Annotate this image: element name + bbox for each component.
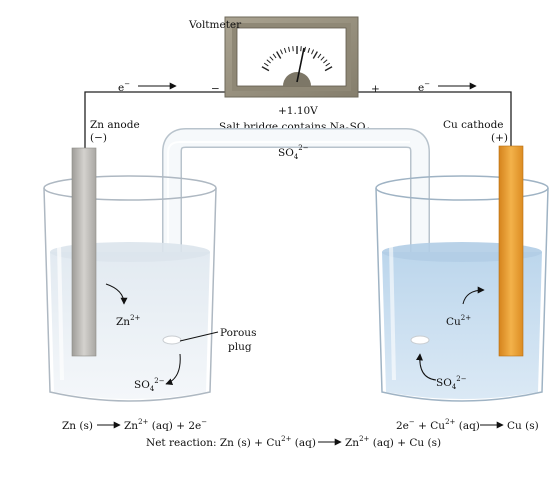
scale-tick — [279, 49, 283, 55]
scale-tick — [325, 62, 331, 67]
scale-tick — [283, 47, 287, 53]
svg-text:2e− + Cu2+ (aq): 2e− + Cu2+ (aq) — [396, 418, 480, 432]
external-circuit-wire — [84, 91, 512, 148]
scale-tick — [324, 66, 333, 72]
voltmeter-title: Voltmeter — [188, 19, 242, 31]
sulfate-label-left: SO42− — [134, 377, 165, 393]
svg-text:Zn2+ (aq) + 2e−: Zn2+ (aq) + 2e− — [124, 418, 207, 432]
electron-label-right: e — [418, 82, 424, 94]
scale-tick — [320, 56, 325, 61]
cathode-sign: (+) — [491, 132, 508, 144]
scale-tick — [317, 53, 322, 59]
sulfate-arrow-right — [415, 353, 437, 381]
svg-text:e−: e− — [418, 80, 430, 94]
scale-tick — [261, 66, 270, 72]
scale-tick — [266, 59, 271, 64]
anode-half-reaction: Zn (s) Zn2+ (aq) + 2e− — [62, 418, 207, 432]
cathode-label: Cu cathode — [443, 119, 504, 131]
net-reaction: Net reaction: Zn (s) + Cu2+ (aq) Zn2+ (a… — [146, 435, 441, 449]
sulfate-label-right: SO42− — [436, 375, 467, 391]
svg-text:e−: e− — [118, 80, 130, 94]
electron-flow-left: e− — [118, 80, 177, 94]
svg-text:Zn (s): Zn (s) — [62, 420, 93, 432]
scale-tick — [269, 56, 274, 61]
scale-tick — [323, 59, 328, 64]
anode-label: Zn anode — [90, 119, 140, 131]
cu-ion-label: Cu2+ — [446, 314, 471, 328]
electron-label-left: e — [118, 82, 124, 94]
scale-tick — [263, 62, 269, 67]
copper-electrode — [498, 145, 524, 357]
zinc-electrode — [71, 147, 97, 357]
porous-plug-label-line1: Porous — [220, 327, 256, 339]
porous-plug-label-line2: plug — [228, 341, 252, 353]
anode-beaker — [43, 175, 217, 402]
voltmeter-plus-terminal: + — [371, 83, 380, 95]
scale-tick — [292, 46, 294, 52]
svg-text:Cu (s): Cu (s) — [507, 420, 539, 432]
svg-text:Net reaction: Zn (s) + Cu2+ (a: Net reaction: Zn (s) + Cu2+ (aq) — [146, 435, 316, 449]
scale-tick — [311, 49, 315, 55]
voltmeter-minus-terminal: − — [211, 83, 220, 95]
salt-bridge-ion: SO42− — [278, 144, 309, 161]
scale-tick — [312, 51, 318, 59]
voltmeter-reading: +1.10V — [278, 105, 318, 117]
scale-tick — [276, 51, 282, 59]
porous-plug-leader — [179, 331, 219, 342]
scale-tick — [303, 46, 306, 52]
voltmeter: Voltmeter − + +1.10V — [188, 16, 380, 117]
voltmeter-scale-ticks — [261, 46, 333, 72]
cathode-half-reaction: 2e− + Cu2+ (aq) Cu (s) — [396, 418, 539, 432]
porous-plug-right — [410, 335, 430, 345]
voltmeter-needle — [296, 47, 305, 83]
anode-sign: (−) — [90, 132, 107, 144]
scale-tick — [300, 46, 302, 52]
scale-tick — [307, 47, 311, 53]
zn-ion-arrow — [105, 283, 128, 305]
salt-bridge-tube — [162, 128, 430, 340]
sulfate-arrow-left — [165, 353, 181, 386]
porous-plug-left — [162, 335, 182, 345]
svg-text:Zn2+ (aq) + Cu (s): Zn2+ (aq) + Cu (s) — [345, 435, 441, 449]
scale-tick — [272, 53, 277, 59]
cu-ion-arrow — [462, 286, 485, 305]
zn-ion-label: Zn2+ — [116, 314, 141, 328]
electron-flow-right: e− — [418, 80, 477, 94]
scale-tick — [288, 46, 291, 52]
